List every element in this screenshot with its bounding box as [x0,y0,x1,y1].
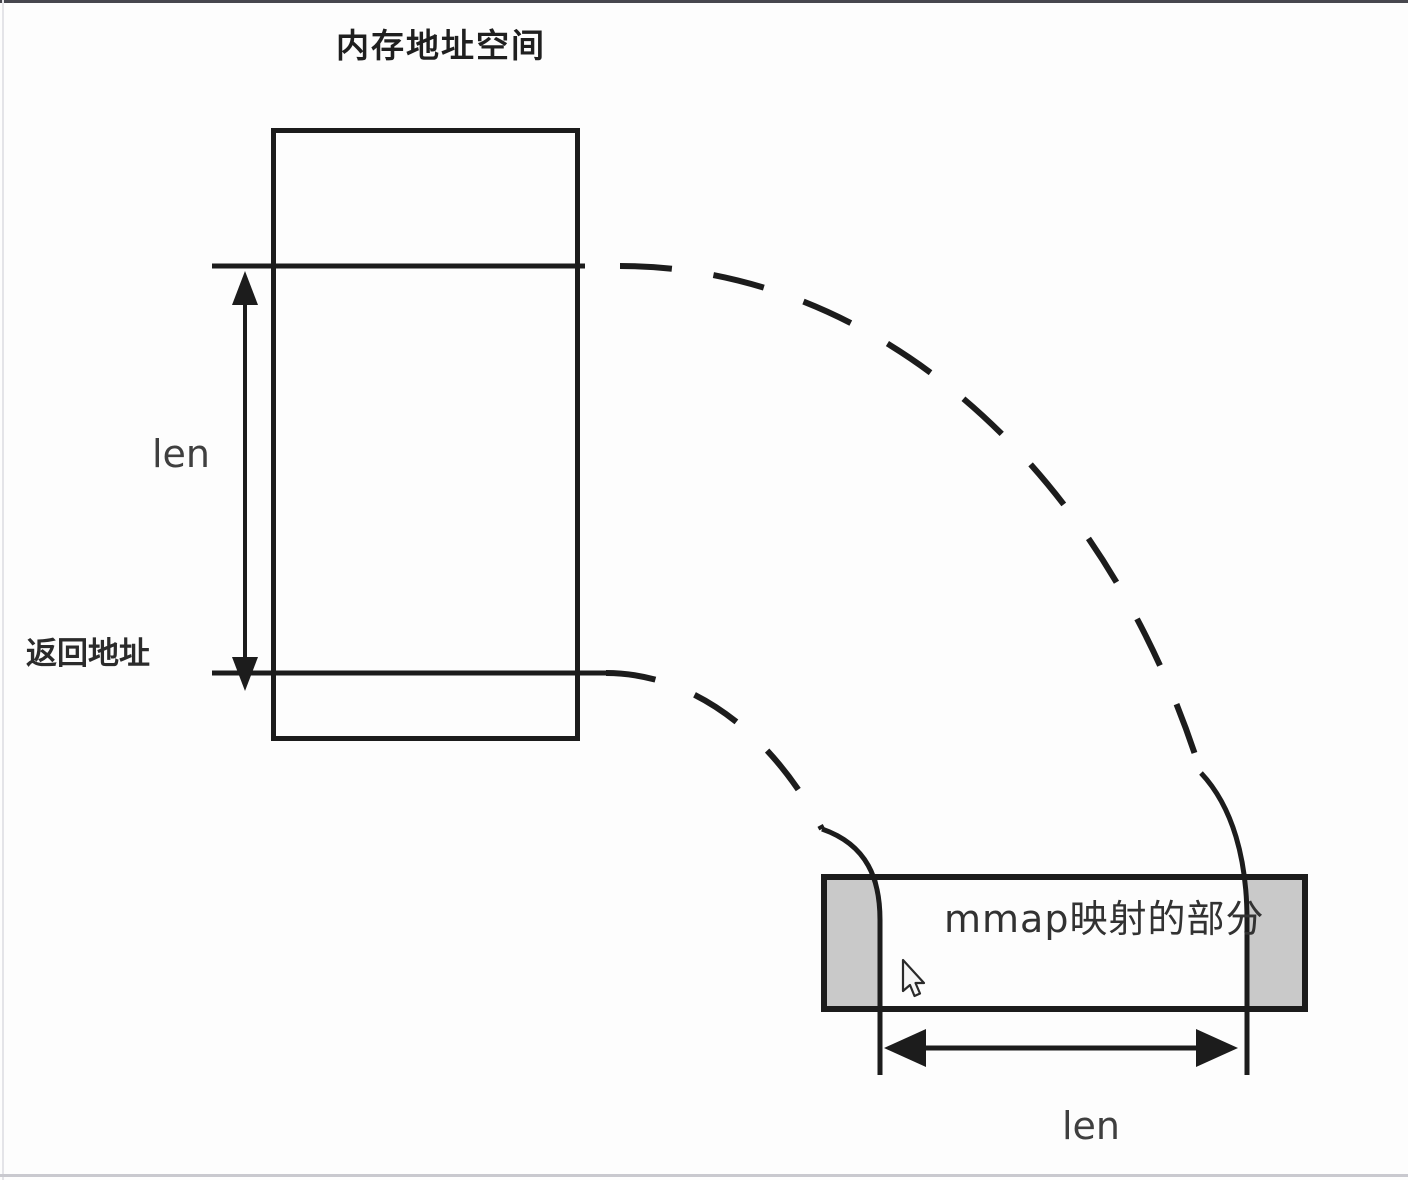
lower-mapping-curve-dashed [605,670,825,831]
arrow-pointer-shape [901,958,926,998]
len-horizontal-arrow [884,1029,1238,1067]
len-label-vertical: len [152,432,211,476]
mmap-mapped-part-label: mmap映射的部分 [944,897,1265,941]
arrow-down-icon [232,657,258,691]
mmap-bar-left-cap [827,880,878,1006]
mmap-mapped-bar [821,874,1308,1012]
upper-mapping-curve-end [1199,771,1250,1075]
return-address-label: 返回地址 [26,636,150,672]
memory-address-space-title: 内存地址空间 [336,26,546,65]
arrow-right-icon [1196,1029,1238,1067]
mmap-bar-right-cap [1246,880,1302,1006]
arrow-left-icon [884,1029,926,1067]
frame-left-strip [2,0,4,1180]
arrow-up-icon [232,271,258,305]
len-vertical-arrow [232,271,258,691]
frame-bottom-strip [0,1174,1408,1177]
memory-box-outline [271,128,580,741]
mouse-cursor-icon [901,958,926,998]
lower-mapping-curve-end [821,826,883,1075]
memory-address-space-box [212,128,606,741]
len-label-horizontal: len [1062,1104,1121,1148]
mapping-curves [605,263,1250,1075]
upper-mapping-curve-dashed [619,263,1204,774]
frame-top-strip [0,0,1408,3]
